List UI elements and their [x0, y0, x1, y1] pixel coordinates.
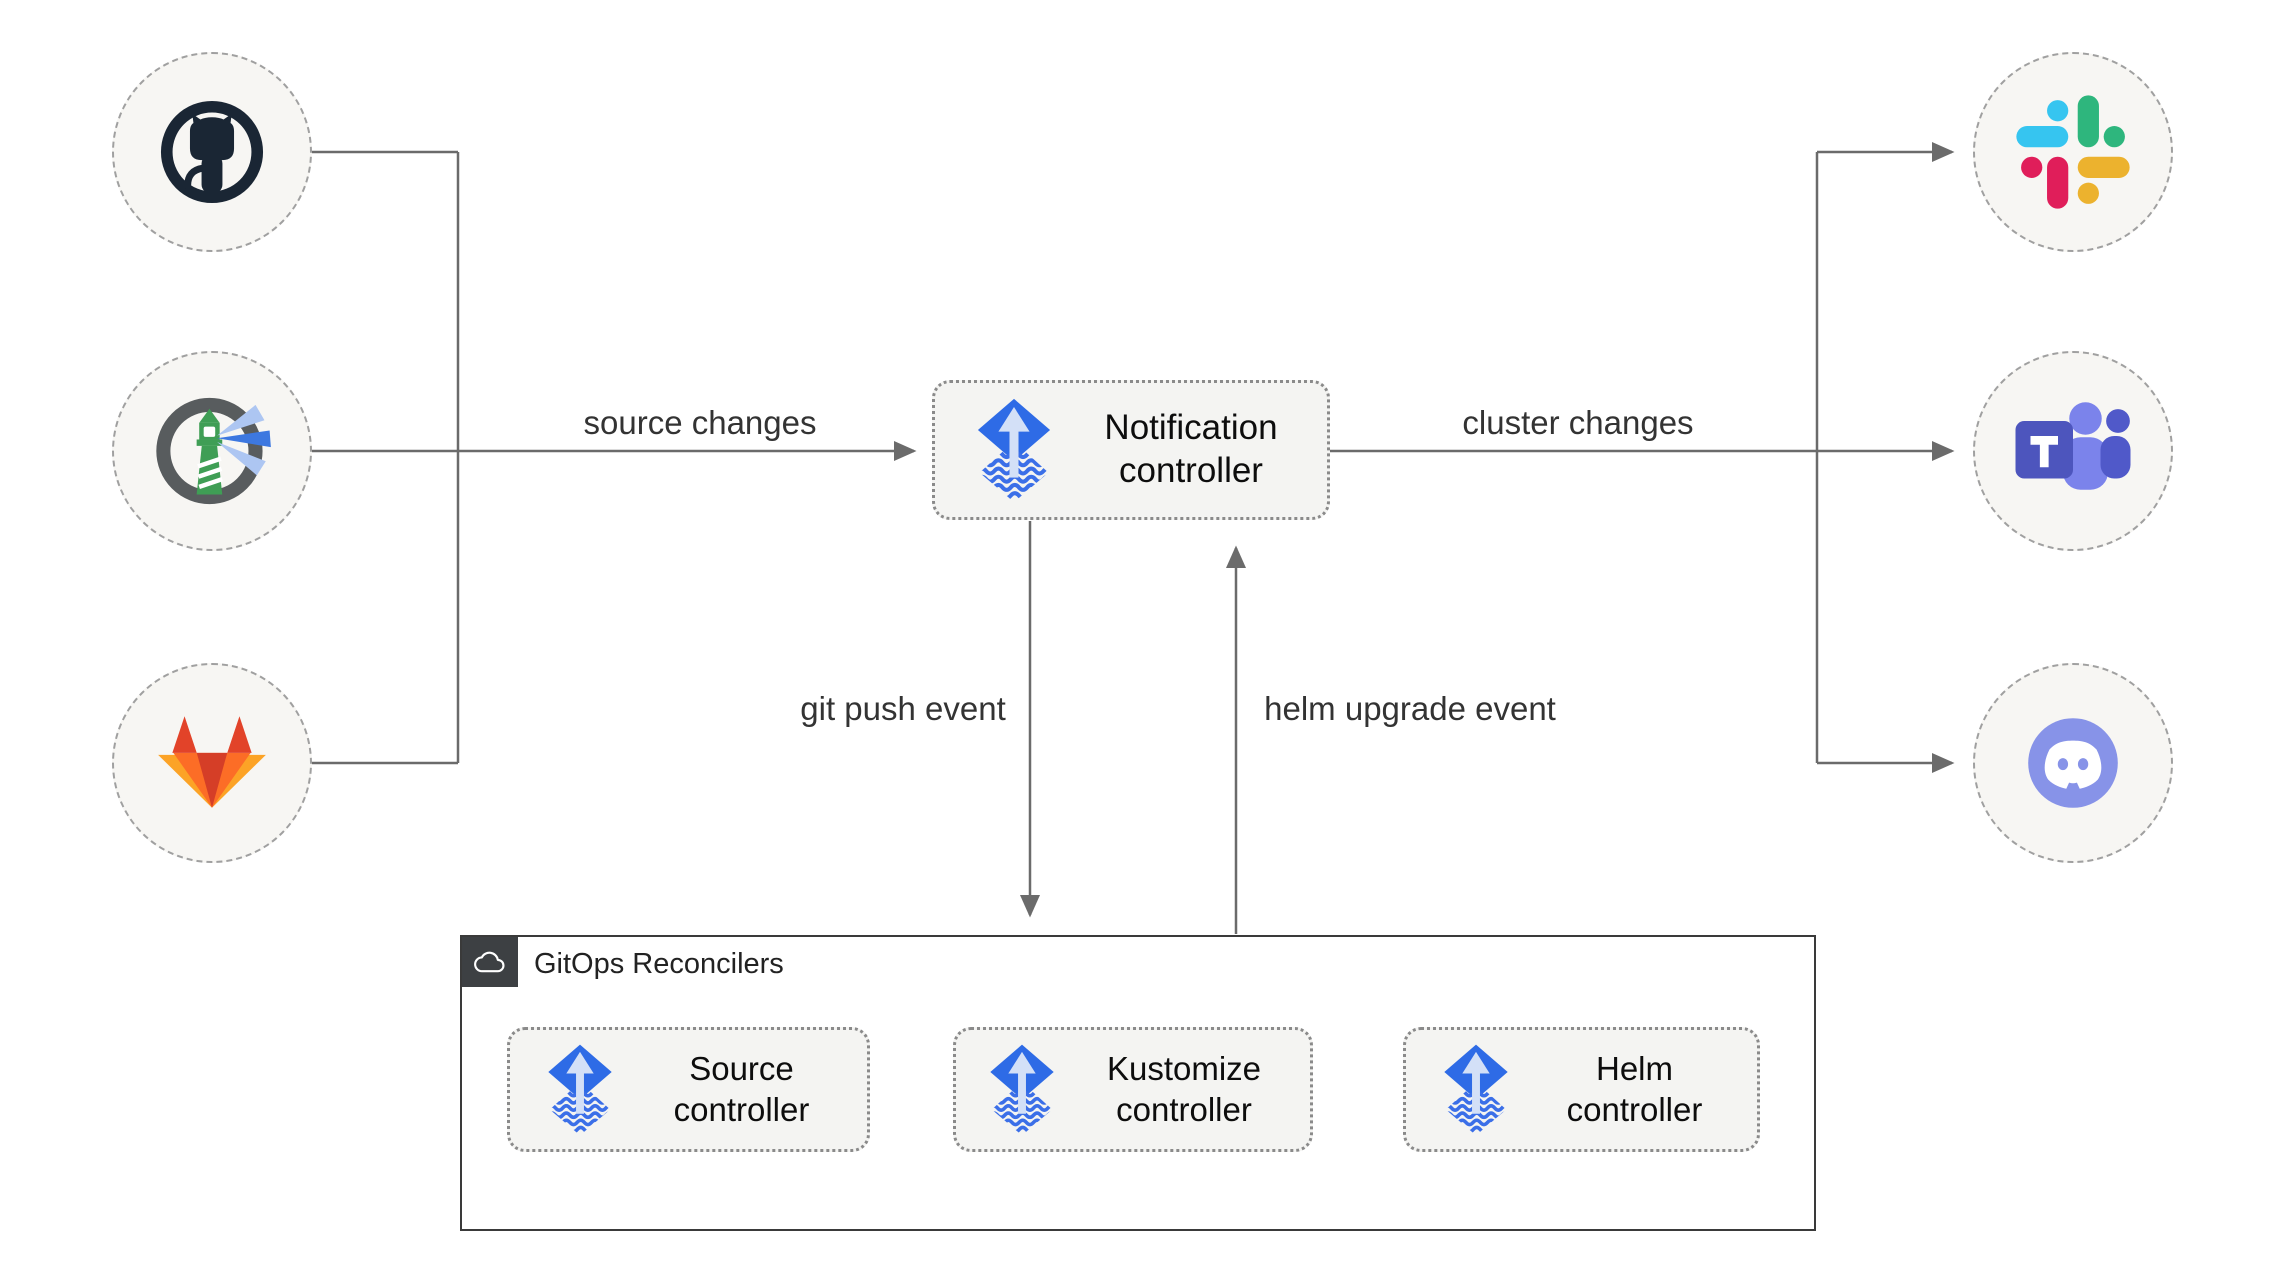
helm-controller-box: Helm controller: [1403, 1027, 1760, 1152]
harbor-icon: [156, 397, 271, 505]
node-gitlab: [112, 663, 312, 863]
cloud-icon: [474, 951, 505, 973]
flux-icon: [544, 1043, 616, 1137]
slack-icon: [2016, 95, 2130, 209]
node-discord: [1973, 663, 2173, 863]
label-cluster-changes: cluster changes: [1462, 404, 1694, 441]
flux-icon: [1440, 1043, 1512, 1137]
notification-controller-box: Notification controller: [932, 380, 1330, 520]
teams-icon: [2015, 402, 2131, 490]
label-source-changes: source changes: [583, 404, 817, 441]
discord-icon: [2028, 718, 2118, 808]
label-helm-upgrade-event: helm upgrade event: [1264, 690, 1556, 727]
gitops-group-header: [462, 937, 518, 987]
notification-controller-label: Notification controller: [1104, 408, 1278, 490]
source-controller-label: Source controller: [673, 1050, 810, 1128]
helm-controller-label: Helm controller: [1566, 1050, 1703, 1128]
node-harbor: [112, 351, 312, 551]
gitops-group-title: GitOps Reconcilers: [534, 948, 784, 980]
node-teams: [1973, 351, 2173, 551]
flux-icon: [973, 397, 1055, 504]
flux-icon: [986, 1043, 1058, 1137]
kustomize-controller-box: Kustomize controller: [953, 1027, 1313, 1152]
kustomize-controller-label: Kustomize controller: [1106, 1050, 1262, 1128]
github-icon: [160, 100, 264, 204]
source-controller-box: Source controller: [507, 1027, 870, 1152]
node-slack: [1973, 52, 2173, 252]
node-github: [112, 52, 312, 252]
gitlab-icon: [158, 716, 266, 808]
label-git-push-event: git push event: [800, 690, 1006, 727]
